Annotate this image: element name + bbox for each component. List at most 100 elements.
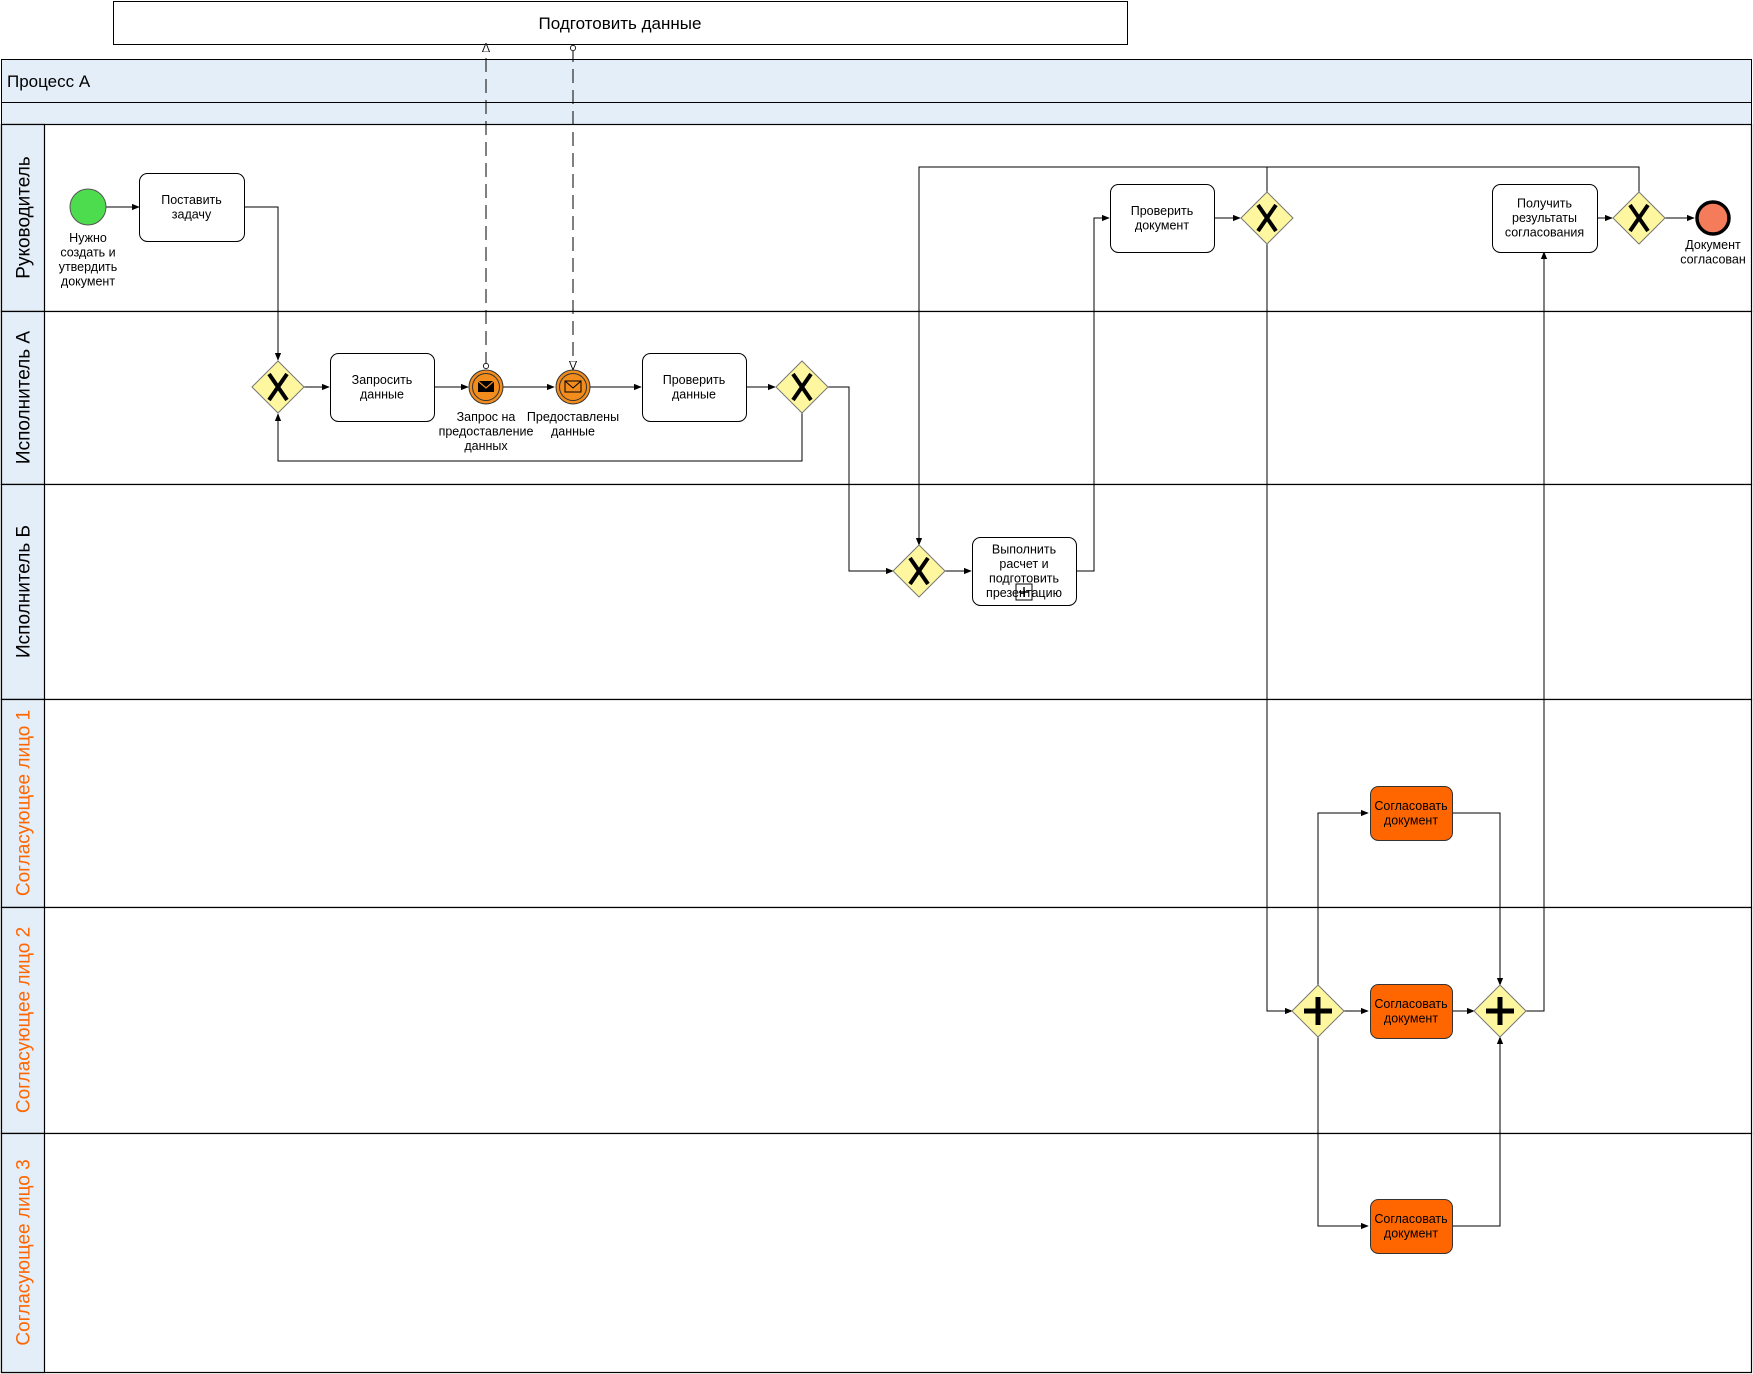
- exclusive-x-icon: [267, 372, 289, 402]
- task-label: Поставить: [161, 193, 222, 207]
- pool-header: [1, 59, 1752, 103]
- task-label: расчет и: [999, 557, 1048, 571]
- lane-label: Согласующее лицо 3: [14, 1159, 35, 1345]
- flow-task3-to-par2: [1452, 1036, 1504, 1227]
- gateway-exclusive-5[interactable]: [1612, 191, 1666, 245]
- tasks: ПоставитьзадачуЗапроситьданныеПроверитьд…: [139, 173, 1598, 1254]
- subprocess-marker-icon[interactable]: [1015, 583, 1033, 601]
- task-label: Согласовать: [1374, 997, 1447, 1011]
- event-outer-circle: [555, 369, 591, 405]
- lane-label: Исполнитель Б: [14, 525, 35, 658]
- event-label: данные: [551, 425, 595, 439]
- external-pool-label: Подготовить данные: [539, 14, 702, 33]
- task-label: данные: [672, 387, 716, 401]
- exclusive-x-icon: [791, 372, 813, 402]
- gateways: [251, 191, 1666, 1038]
- envelope-flap: [477, 380, 495, 389]
- flow-par2-to-poluchit: [1526, 251, 1548, 1012]
- flow-gw2-to-gw3: [828, 386, 894, 575]
- parallel-plus-icon: [1304, 997, 1332, 1025]
- flow-vypolnit-to-proverit-doc: [1076, 214, 1110, 572]
- event-label: предоставление: [439, 425, 534, 439]
- lane-body: [0, 483, 1753, 701]
- plus-icon: [1019, 587, 1029, 597]
- event-label: Нужно: [69, 231, 107, 245]
- external-pool[interactable]: Подготовить данные: [113, 1, 1128, 45]
- task-label: документ: [1384, 813, 1438, 827]
- event-label: создать и: [60, 246, 115, 260]
- envelope-flap: [564, 380, 582, 389]
- task-box: [1370, 984, 1453, 1039]
- lane-label: Исполнитель А: [14, 331, 35, 464]
- flow-par1-to-task3: [1317, 1037, 1369, 1230]
- lane-rukovoditel[interactable]: Руководитель: [0, 123, 1753, 313]
- flow-gw4-return: [915, 166, 1268, 546]
- lane-header: [0, 1132, 46, 1374]
- lane-body: [0, 123, 1753, 313]
- event-label: документ: [61, 275, 115, 289]
- gateway-exclusive-4[interactable]: [1240, 191, 1294, 245]
- flow-gw2-loop-back: [274, 413, 803, 462]
- gateway-parallel-join[interactable]: [1473, 984, 1527, 1038]
- event-inner-circle: [472, 373, 500, 401]
- flow-postavit-to-gw1: [244, 206, 282, 361]
- gateway-exclusive-1[interactable]: [251, 360, 305, 414]
- lane-body: [0, 1132, 1753, 1374]
- task-box: [1110, 184, 1215, 253]
- lane-soglasuyushchee-2[interactable]: Согласующее лицо 2: [0, 906, 1753, 1135]
- lane-header: [0, 906, 46, 1135]
- task-label: Получить: [1517, 197, 1572, 211]
- event-label: согласован: [1680, 253, 1746, 267]
- flow-gw4-to-par1: [1266, 244, 1293, 1015]
- task-label: согласования: [1505, 226, 1584, 240]
- task-label: Согласовать: [1374, 799, 1447, 813]
- task-label: Проверить: [663, 373, 726, 387]
- task-label: данные: [360, 387, 404, 401]
- envelope-filled-icon: [478, 381, 494, 392]
- start-event-circle: [69, 188, 107, 226]
- lane-soglasuyushchee-1[interactable]: Согласующее лицо 1: [0, 698, 1753, 909]
- task-box: [1370, 786, 1453, 841]
- event-label: Запрос на: [457, 410, 516, 424]
- gateway-exclusive-2[interactable]: [775, 360, 829, 414]
- flow-gw5-return: [1267, 166, 1640, 192]
- gateway-exclusive-3[interactable]: [892, 544, 946, 598]
- sequence-flows: [106, 166, 1695, 1230]
- message-flows: [486, 44, 573, 369]
- lane-body: [0, 906, 1753, 1135]
- task-label: Согласовать: [1374, 1212, 1447, 1226]
- event-label: утвердить: [59, 260, 118, 274]
- parallel-plus-icon: [1486, 997, 1514, 1025]
- flow-task1-to-par2: [1452, 812, 1504, 986]
- lane-label: Согласующее лицо 1: [14, 710, 35, 896]
- lane-soglasuyushchee-3[interactable]: Согласующее лицо 3: [0, 1132, 1753, 1374]
- gateway-parallel-split[interactable]: [1291, 984, 1345, 1038]
- task-box: [139, 173, 245, 242]
- exclusive-x-icon: [1256, 203, 1278, 233]
- lane-body: [0, 698, 1753, 909]
- pool-subheader: [1, 102, 1752, 125]
- task-box: [642, 353, 747, 422]
- task-label: Выполнить: [992, 542, 1056, 556]
- lane-label: Руководитель: [14, 156, 35, 279]
- task-label: Запросить: [352, 373, 413, 387]
- lane-ispolnitel-b[interactable]: Исполнитель Б: [0, 483, 1753, 701]
- task-box: [972, 537, 1077, 606]
- pool-label: Процесс А: [7, 72, 91, 91]
